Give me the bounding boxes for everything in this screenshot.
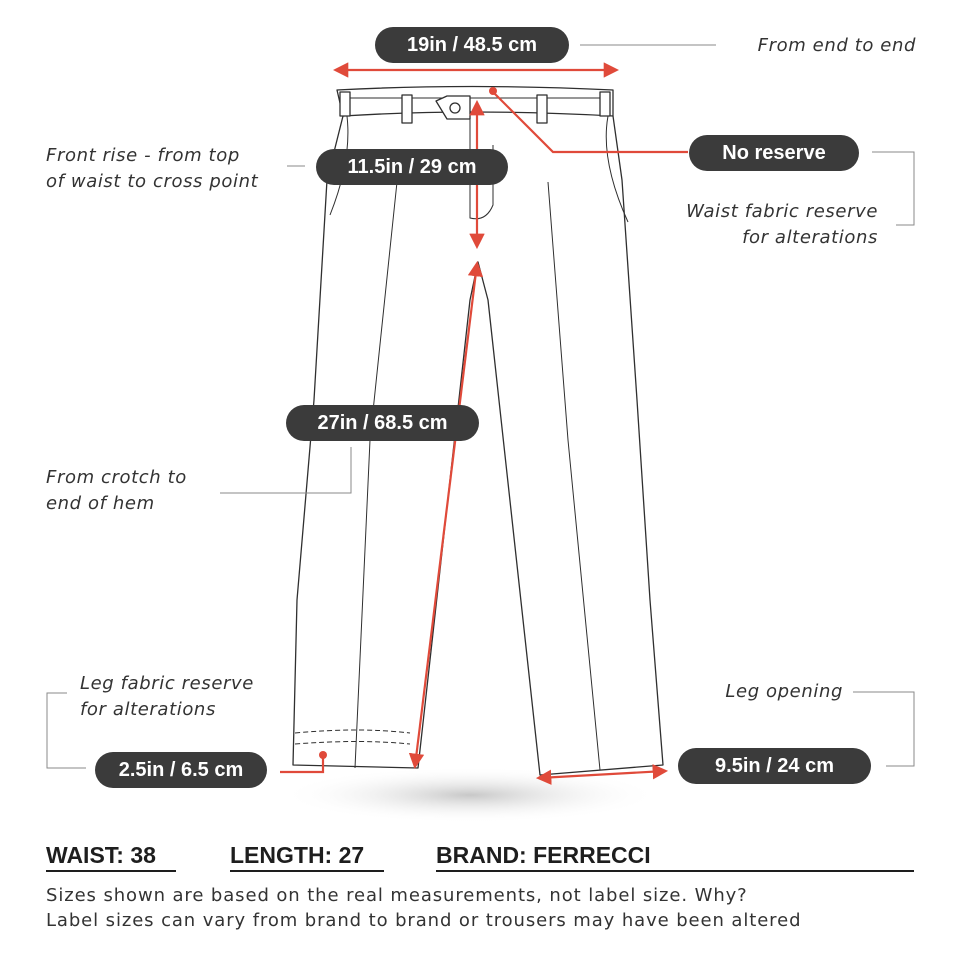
waist-width-label: 19in / 48.5 cm — [375, 27, 569, 63]
length-size: LENGTH: 27 — [230, 842, 365, 868]
front-rise-note: Front rise - from top of waist to cross … — [46, 143, 258, 195]
leg-opening-note: Leg opening — [725, 681, 843, 702]
leg-reserve-dot — [319, 751, 327, 759]
waist-tab — [435, 95, 471, 120]
leader-bracket — [220, 447, 352, 494]
waist-size: WAIST: 38 — [46, 842, 156, 868]
leg-reserve-pointer — [280, 755, 325, 774]
leader-bracket — [872, 151, 915, 226]
footer-line-1: Sizes shown are based on the real measur… — [46, 885, 748, 906]
front-crease — [547, 181, 601, 771]
waist-button — [449, 102, 461, 114]
footer-line-2: Label sizes can vary from brand to brand… — [46, 910, 802, 931]
front-crease — [354, 181, 398, 769]
leg-opening-label: 9.5in / 24 cm — [678, 748, 871, 784]
belt-loop — [339, 91, 351, 117]
waist-reserve-note-line2: for alterations — [742, 227, 878, 248]
hem-reserve-line — [294, 729, 411, 734]
waist-reserve-dot — [489, 87, 497, 95]
brand-name: BRAND: FERRECCI — [436, 842, 651, 868]
leg-opening-arrow — [535, 763, 669, 786]
leader-bracket — [46, 692, 86, 769]
front-rise-note-line1: Front rise - from top — [46, 145, 240, 166]
waistband — [336, 85, 614, 117]
leader-bracket — [853, 691, 915, 767]
waist-reserve-note-line1: Waist fabric reserve — [686, 201, 878, 222]
front-rise-label: 11.5in / 29 cm — [316, 149, 508, 185]
inseam-note-line2: end of hem — [46, 493, 155, 514]
inseam-note-line1: From crotch to — [46, 467, 187, 488]
leg-reserve-note-line2: for alterations — [80, 699, 216, 720]
waist-reserve-pointer — [492, 91, 688, 154]
belt-loop — [401, 94, 413, 124]
inseam-note: From crotch to end of hem — [46, 465, 187, 517]
inseam-label: 27in / 68.5 cm — [286, 405, 479, 441]
waist-reserve-note: Waist fabric reserve for alterations — [686, 199, 878, 251]
belt-loop — [536, 94, 548, 124]
waist-reserve-label: No reserve — [689, 135, 859, 171]
leg-reserve-label: 2.5in / 6.5 cm — [95, 752, 267, 788]
front-rise-note-line2: of waist to cross point — [46, 171, 259, 192]
inseam-arrow — [408, 260, 484, 770]
hem-reserve-line — [294, 741, 411, 745]
leg-reserve-note: Leg fabric reserve for alterations — [80, 671, 254, 723]
leg-reserve-note-line1: Leg fabric reserve — [80, 673, 254, 694]
belt-loop — [599, 91, 611, 117]
waist-width-note: From end to end — [757, 35, 916, 56]
